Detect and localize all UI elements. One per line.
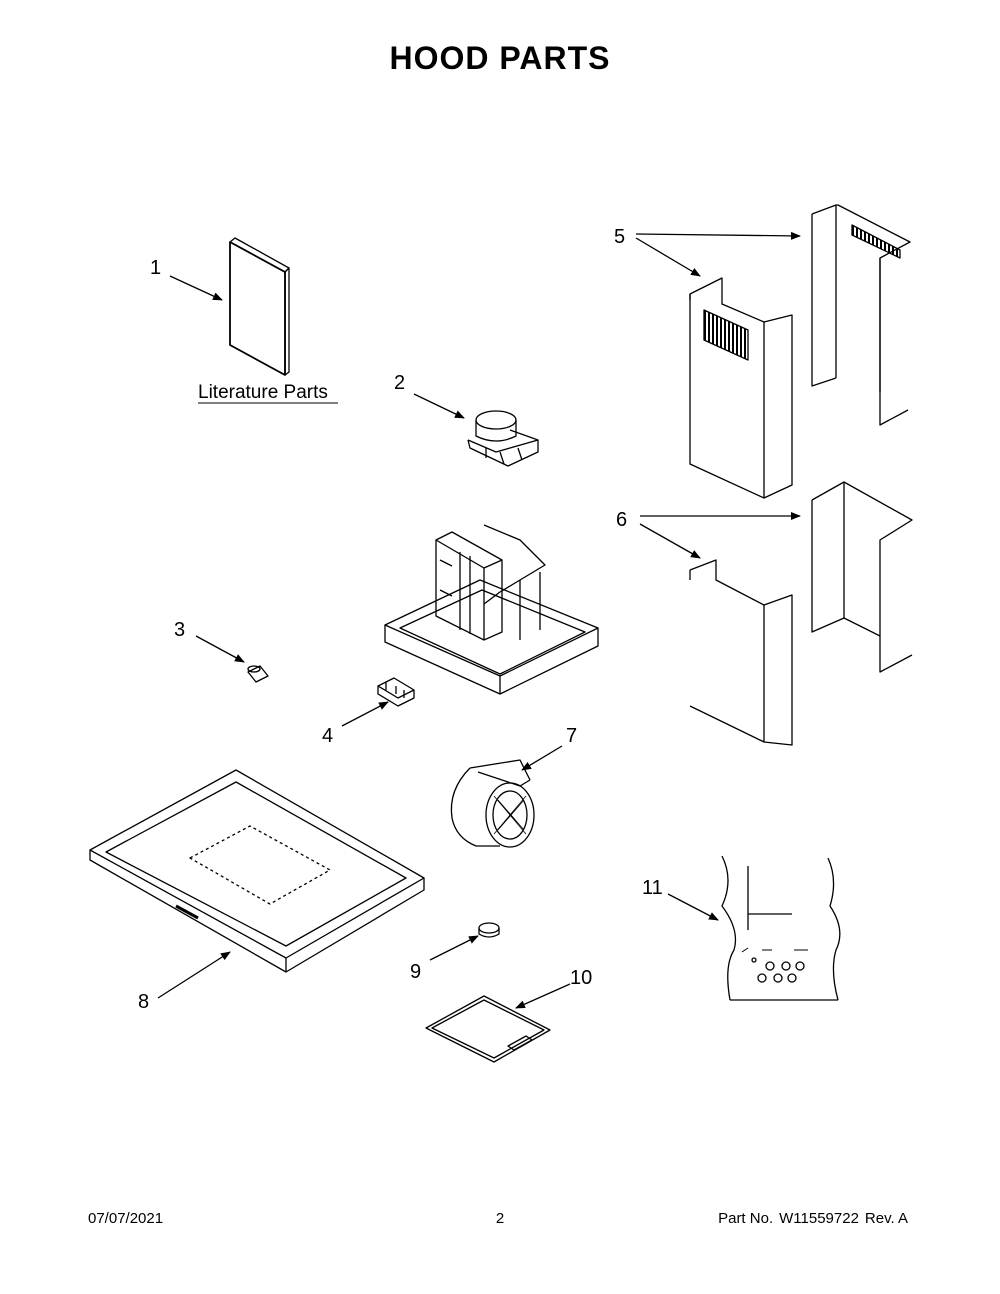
callout-11-arrow	[667, 893, 719, 921]
callout-1: 1	[150, 257, 161, 279]
part-number: W11559722	[779, 1210, 859, 1227]
footer-part-info: Part No. W11559722 Rev. A	[718, 1210, 914, 1227]
part-2-motor	[467, 410, 539, 467]
callout-2: 2	[394, 372, 405, 394]
callout-3-arrow	[195, 635, 245, 663]
part-8-bottom-panel	[89, 769, 425, 973]
literature-parts-label: Literature Parts	[198, 382, 328, 403]
footer-date: 07/07/2021	[88, 1210, 164, 1227]
part-3-thermostat	[247, 665, 269, 683]
callout-8-arrow	[157, 951, 231, 999]
page-title: HOOD PARTS	[389, 40, 611, 76]
callout-5-arrow-a	[635, 231, 801, 240]
part-number-label: Part No.	[718, 1210, 774, 1227]
part-5-duct-cover-upper	[689, 204, 911, 499]
callout-9-arrow	[429, 935, 479, 961]
callout-7: 7	[566, 725, 577, 747]
callout-10-arrow	[515, 983, 571, 1009]
revision: Rev. A	[864, 1210, 908, 1227]
callout-11: 11	[642, 877, 663, 899]
callout-6-arrow-b	[639, 523, 701, 559]
footer-page-number: 2	[495, 1210, 505, 1227]
callout-6: 6	[616, 509, 627, 531]
callout-4: 4	[322, 725, 333, 747]
part-1-literature-booklet	[229, 237, 290, 376]
part-6-duct-cover-lower	[689, 481, 913, 746]
callout-2-arrow	[413, 393, 465, 419]
hood-chassis	[384, 524, 599, 695]
callout-3: 3	[174, 619, 185, 641]
callout-7-arrow	[521, 745, 563, 771]
callout-5-arrow-b	[635, 237, 701, 277]
callout-1-arrow	[169, 275, 223, 301]
callout-10: 10	[570, 967, 592, 989]
part-10-grease-filter	[425, 995, 551, 1063]
callout-9: 9	[410, 961, 421, 983]
callout-8: 8	[138, 991, 149, 1013]
callout-4-arrow	[341, 701, 389, 727]
part-9-knob	[478, 922, 500, 938]
callout-5: 5	[614, 226, 625, 248]
part-7-blower	[450, 759, 535, 848]
part-4-light-socket	[377, 677, 415, 707]
part-11-control-panel	[721, 855, 841, 1001]
